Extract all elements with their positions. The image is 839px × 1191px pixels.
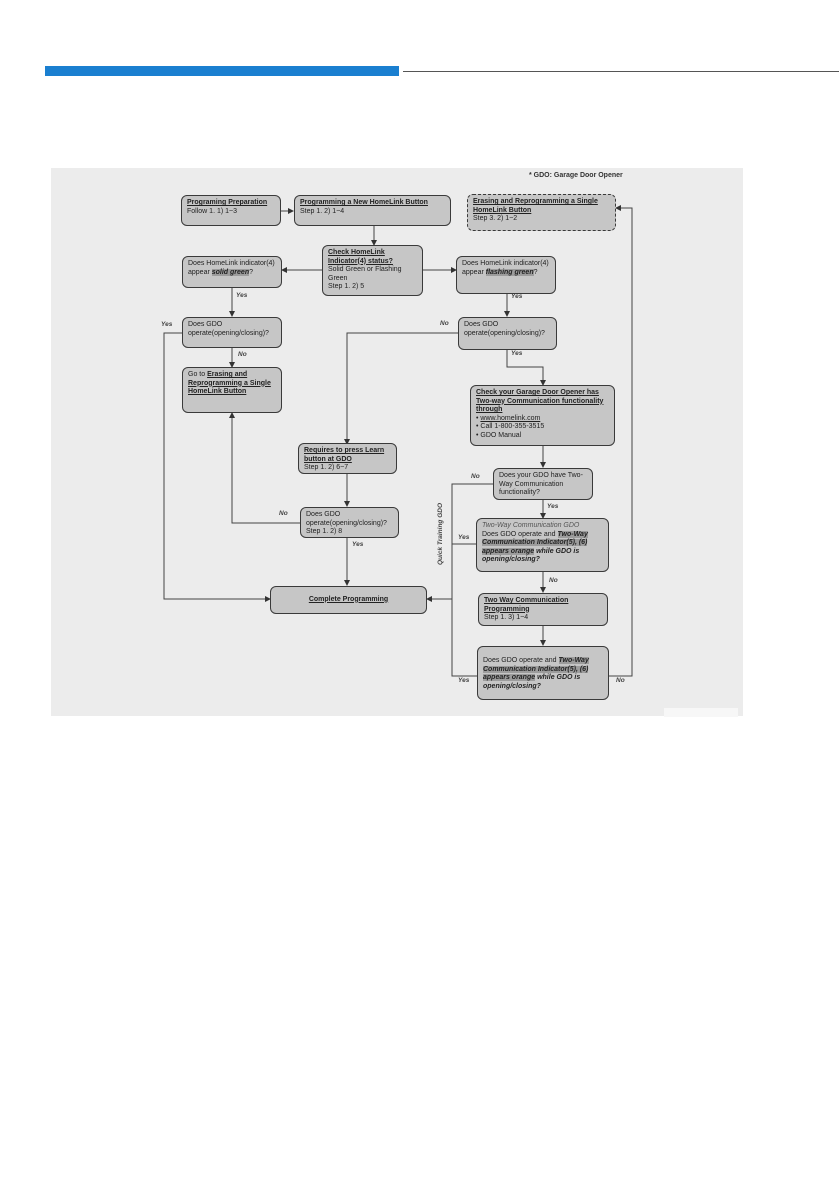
box-goto-erasing: Go to Erasing and Reprogramming a Single… (182, 367, 282, 413)
label-no-two-way-gdo: No (549, 577, 558, 584)
box-two-way-functionality: Does your GDO have Two-Way Communication… (493, 468, 593, 500)
edge-step8-no (229, 412, 300, 524)
box-complete-programming: Complete Programming (270, 586, 427, 614)
edge-gdo-right-no (344, 332, 458, 445)
box-two-way-programming: Two Way Communication Programming Step 1… (478, 593, 608, 626)
label-yes-gdo-right: Yes (511, 350, 523, 357)
label-yes-final: Yes (458, 677, 470, 684)
label-yes-step8: Yes (352, 541, 364, 548)
label-no-functionality: No (471, 473, 480, 480)
edge-gdo-right-yes (506, 350, 546, 386)
header-accent-bar (45, 66, 399, 76)
label-yes-two-way-gdo: Yes (458, 534, 470, 541)
box-gdo-operate-left: Does GDO operate(opening/closing)? (182, 317, 282, 348)
label-no-step8: No (279, 510, 288, 517)
box-check-indicator-status: Check HomeLink Indicator(4) status? Soli… (322, 245, 423, 296)
label-yes-flash: Yes (511, 293, 523, 300)
box-final-two-way-question: Does GDO operate and Two-Way Communicati… (477, 646, 609, 700)
box-flashing-green-question: Does HomeLink indicator(4) appear flashi… (456, 256, 556, 294)
label-yes-functionality: Yes (547, 503, 559, 510)
figure-code-stamp (664, 708, 738, 717)
box-press-learn-button: Requires to press Learn button at GDO St… (298, 443, 397, 474)
label-yes-solid: Yes (236, 292, 248, 299)
box-programming-preparation: Programing Preparation Follow 1. 1) 1~3 (181, 195, 281, 226)
label-no-gdo-right: No (440, 320, 449, 327)
label-no-final: No (616, 677, 625, 684)
edge-final-yes (451, 599, 477, 677)
header-rule (403, 71, 839, 72)
edge-gdo-left-yes (163, 332, 271, 602)
label-yes-gdo-left: Yes (161, 321, 173, 328)
box-programming-new-button: Programming a New HomeLink Button Step 1… (294, 195, 451, 226)
box-erasing-reprogramming: Erasing and Reprogramming a Single HomeL… (467, 194, 616, 231)
footnote: * GDO: Garage Door Opener (529, 172, 623, 179)
label-quick-training-gdo: Quick Training GDO (437, 502, 444, 565)
box-check-two-way: Check your Garage Door Opener has Two-wa… (470, 385, 615, 446)
box-solid-green-question: Does HomeLink indicator(4) appear solid … (182, 256, 282, 288)
box-gdo-operate-step8: Does GDO operate(opening/closing)? Step … (300, 507, 399, 538)
edge-func-no (451, 483, 493, 599)
box-two-way-gdo: Two-Way Communication GDO Does GDO opera… (476, 518, 609, 572)
label-no-gdo-left: No (238, 351, 247, 358)
box-gdo-operate-right: Does GDO operate(opening/closing)? (458, 317, 557, 350)
edge-final-no (609, 205, 633, 677)
